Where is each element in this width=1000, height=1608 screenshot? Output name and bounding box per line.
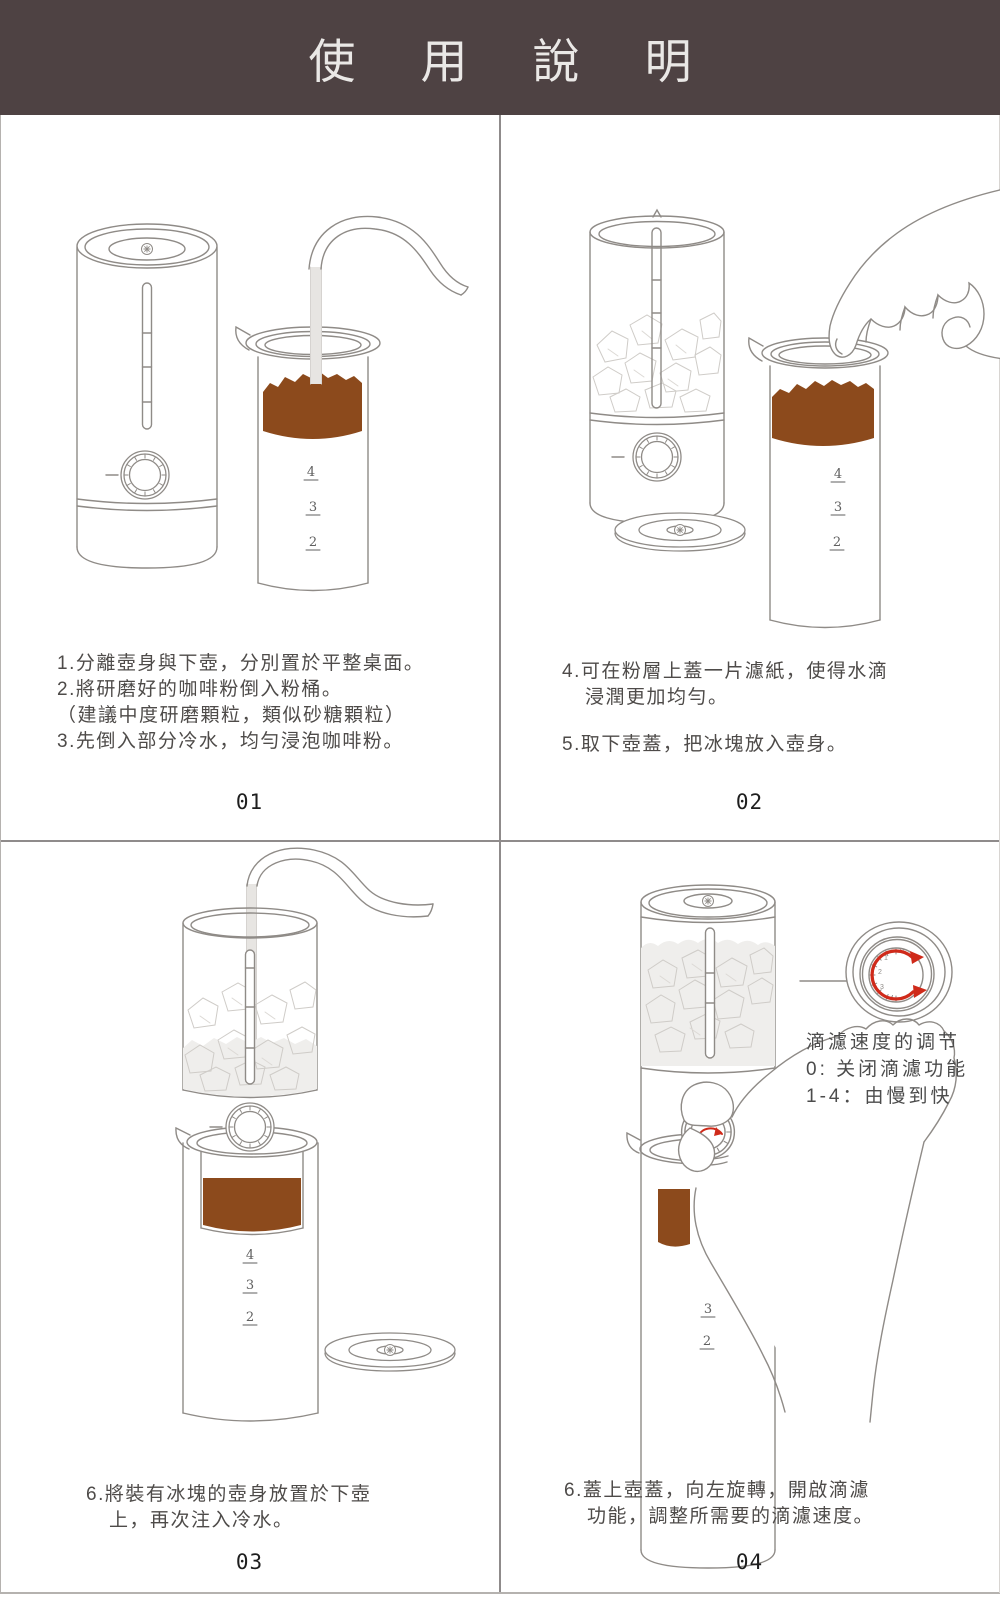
water-stream: [310, 266, 322, 385]
scale-3: 3: [309, 500, 317, 515]
water-level-window: [244, 949, 256, 1085]
panel-02-illustration: 4 3 2: [589, 189, 1000, 629]
scale-2: 2: [309, 535, 317, 550]
pot-body-open: [589, 208, 725, 524]
thumb: [677, 1127, 716, 1173]
scale-3: 3: [704, 1302, 712, 1317]
brewed-coffee: [203, 1178, 301, 1232]
coffee-grounds: [772, 380, 874, 446]
page-title: 使 用 說 明: [308, 35, 718, 88]
instruction-line: 6.蓋上壺蓋，向左旋轉，開啟滴濾: [564, 1480, 870, 1501]
rotate-arrow-icon: [870, 949, 915, 1001]
thumb-curl: [941, 316, 971, 350]
scale-marks: 4 3 2: [242, 1248, 258, 1326]
pot-body-open: [182, 907, 318, 1099]
brand-logo-icon: [140, 242, 154, 256]
spout: [175, 1126, 191, 1150]
scale-4: 4: [307, 465, 315, 480]
scale-marks: 3 2: [699, 1302, 716, 1350]
instruction-line: （建議中度研磨顆粒，類似砂糖顆粒）: [57, 705, 406, 726]
panel-number-01: 01: [235, 790, 264, 814]
lower-pot: [748, 336, 889, 629]
scale-2: 2: [246, 1310, 254, 1325]
speed-dial-icon: [632, 432, 682, 482]
lower-pot: [235, 325, 381, 592]
ice-cubes: [592, 312, 722, 413]
ice-cubes: [184, 981, 317, 1092]
panel-number-02: 02: [735, 790, 764, 814]
spout: [748, 336, 764, 362]
instructions-01: 1.分離壺身與下壺，分別置於平整桌面。 2.將研磨好的咖啡粉倒入粉桶。 （建議中…: [57, 651, 424, 755]
scale-2: 2: [833, 535, 841, 550]
horizontal-divider: [0, 840, 1000, 842]
dial-detail-callout: 0 1 2 3 4: [799, 921, 953, 1023]
pouring-hose-icon: [308, 215, 469, 296]
hand: [682, 1018, 958, 1423]
scale-3: 3: [246, 1278, 254, 1293]
pot-lid-icon: [325, 1333, 455, 1371]
panel-01-illustration: 4 3 2: [76, 215, 469, 592]
scale-marks: 4 3 2: [303, 465, 321, 551]
instruction-line: 3.先倒入部分冷水，均勻浸泡咖啡粉。: [57, 731, 404, 752]
instruction-line: 功能，調整所需要的滴濾速度。: [587, 1506, 875, 1527]
pot-lid-icon: [615, 513, 745, 551]
bottom-border: [0, 1592, 1000, 1594]
instruction-line: 6.將裝有冰塊的壺身放置於下壺: [86, 1484, 372, 1505]
ice-cubes: [645, 947, 774, 1053]
left-border: [0, 115, 1, 1593]
svg-text:3: 3: [880, 984, 884, 991]
scale-2: 2: [703, 1334, 711, 1349]
index-finger: [680, 1081, 735, 1127]
scale-3: 3: [834, 500, 842, 515]
svg-text:1: 1: [884, 955, 888, 962]
instructions-04: 6.蓋上壺蓋，向左旋轉，開啟滴濾 功能，調整所需要的滴濾速度。: [564, 1478, 874, 1530]
panel-03-illustration: 4 3 2: [175, 847, 500, 1422]
panel-number-03: 03: [235, 1550, 264, 1574]
speed-dial-icon: [120, 450, 170, 500]
callout-line: 滴濾速度的调节: [806, 1032, 961, 1053]
pot-body: [76, 223, 218, 569]
fingernail: [834, 338, 843, 355]
scale-4: 4: [246, 1248, 254, 1263]
water-level-window: [141, 282, 153, 430]
vertical-divider: [499, 115, 501, 1593]
instructions-03: 6.將裝有冰塊的壺身放置於下壺 上，再次注入冷水。: [86, 1482, 371, 1534]
scale-marks: 4 3 2: [829, 467, 846, 551]
coffee-grounds: [263, 372, 362, 439]
instruction-line: 1.分離壺身與下壺，分別置於平整桌面。: [57, 653, 425, 674]
spout: [235, 325, 251, 351]
instruction-line: 5.取下壺蓋，把冰塊放入壺身。: [562, 734, 848, 755]
water-level-window: [651, 227, 662, 409]
water-level-window: [704, 927, 716, 1059]
brand-logo-icon: [701, 894, 715, 908]
lower-pot: [175, 1126, 319, 1422]
panel-04-illustration: 0 1 2 3 4 3 2: [626, 884, 958, 1569]
dial-speed-note: 滴濾速度的调节 0: 关闭滴濾功能 1-4：由慢到快: [806, 1029, 968, 1110]
dial-arrowhead: [714, 1127, 722, 1136]
panel-number-04: 04: [735, 1550, 764, 1574]
callout-line: 1-4：由慢到快: [806, 1086, 953, 1107]
finger-capsules: [677, 1081, 735, 1173]
pouring-hose-icon: [246, 847, 434, 918]
instruction-line: 上，再次注入冷水。: [109, 1510, 294, 1531]
instruction-line: 2.將研磨好的咖啡粉倒入粉桶。: [57, 679, 343, 700]
svg-text:2: 2: [878, 969, 882, 976]
hand: [828, 189, 1000, 360]
speed-dial-icon: [225, 1102, 275, 1152]
instruction-line: 浸潤更加均勻。: [585, 687, 729, 708]
scale-4: 4: [834, 467, 842, 482]
header-bar: 使 用 說 明: [0, 0, 1000, 115]
instruction-line: 4.可在粉層上蓋一片濾紙，使得水滴: [562, 661, 889, 682]
callout-line: 0: 关闭滴濾功能: [806, 1059, 969, 1080]
spout: [626, 1131, 641, 1154]
instructions-02: 4.可在粉層上蓋一片濾紙，使得水滴 浸潤更加均勻。 5.取下壺蓋，把冰塊放入壺身…: [562, 659, 888, 758]
finger-creases: [865, 294, 939, 343]
